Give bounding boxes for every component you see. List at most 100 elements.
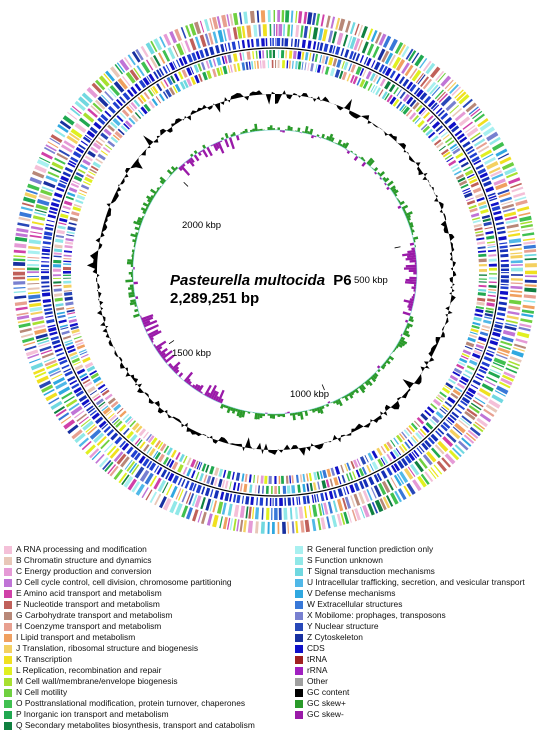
cds-feature xyxy=(219,491,225,501)
cog-feature xyxy=(256,10,260,23)
cog-feature xyxy=(247,520,253,533)
cog-feature xyxy=(102,146,111,153)
gc-skew-bar xyxy=(313,135,317,138)
cog-feature xyxy=(283,507,288,520)
cog-feature xyxy=(32,320,45,326)
gc-skew-bar xyxy=(383,177,390,183)
gc-skew-bar xyxy=(133,281,138,285)
cog-feature xyxy=(487,246,496,248)
gc-skew-bar xyxy=(306,131,310,135)
cog-feature xyxy=(78,416,89,425)
cog-feature xyxy=(346,73,351,82)
cog-feature xyxy=(392,56,402,69)
cds-feature xyxy=(389,70,396,79)
cog-feature xyxy=(149,491,158,503)
cds-feature xyxy=(464,393,473,400)
cog-feature xyxy=(267,10,271,23)
cog-feature xyxy=(66,135,79,145)
gc-skew-bar xyxy=(356,386,360,390)
cog-feature xyxy=(268,475,272,484)
cog-feature xyxy=(274,485,277,495)
cog-feature xyxy=(36,198,50,206)
gc-skew-bar xyxy=(131,289,135,293)
cog-feature xyxy=(216,67,221,77)
gc-skew-bar xyxy=(140,314,154,321)
cog-feature xyxy=(194,495,202,508)
gc-skew-bar xyxy=(410,229,415,233)
cds-feature xyxy=(380,470,388,479)
gc-skew-bar xyxy=(343,394,349,402)
cds-feature xyxy=(492,331,501,338)
cog-feature xyxy=(474,227,483,231)
cog-feature xyxy=(488,399,501,409)
legend-item: D Cell cycle control, cell division, chr… xyxy=(4,577,294,588)
cds-feature xyxy=(51,339,61,345)
cds-feature xyxy=(261,38,265,47)
legend-item: W Extracellular structures xyxy=(295,599,550,610)
cog-feature xyxy=(73,361,81,366)
cog-feature xyxy=(499,196,513,203)
gc-skew-bar xyxy=(371,374,378,380)
cog-feature xyxy=(464,169,474,177)
cog-feature xyxy=(350,64,356,73)
cog-feature xyxy=(91,82,103,94)
cog-feature xyxy=(336,498,344,512)
gc-skew-bar xyxy=(241,410,246,418)
cog-feature xyxy=(107,397,116,405)
cog-feature xyxy=(243,11,249,24)
gc-skew-bar xyxy=(316,407,321,414)
cog-feature xyxy=(321,55,326,64)
gc-skew-bar xyxy=(163,358,167,362)
cog-feature xyxy=(378,89,384,97)
gc-skew-bar xyxy=(408,222,414,226)
cog-feature xyxy=(63,284,72,289)
cds-feature xyxy=(500,286,509,290)
cog-feature xyxy=(194,74,200,84)
cog-feature xyxy=(204,33,211,46)
gc-skew-bar xyxy=(399,200,405,206)
gc-skew-bar xyxy=(279,130,283,132)
cds-feature xyxy=(78,395,88,403)
gc-skew-bar xyxy=(407,305,413,309)
cds-feature xyxy=(89,126,98,135)
cog-feature xyxy=(424,409,432,417)
cog-feature xyxy=(202,71,208,81)
cds-feature xyxy=(349,484,356,494)
gc-skew-bar xyxy=(242,130,246,134)
cog-feature xyxy=(485,404,498,413)
cog-feature xyxy=(248,506,252,519)
cog-feature xyxy=(481,383,494,392)
gc-skew-bar xyxy=(292,412,296,421)
cog-feature xyxy=(312,12,317,26)
cog-feature xyxy=(53,288,62,292)
cog-feature xyxy=(152,450,159,459)
cog-feature xyxy=(381,480,391,494)
cog-feature xyxy=(70,354,79,360)
cog-feature xyxy=(87,425,98,436)
cds-feature xyxy=(287,497,292,506)
cog-feature xyxy=(510,282,523,285)
gc-skew-bar xyxy=(396,198,400,201)
cds-feature xyxy=(366,57,372,67)
gc-skew-bar xyxy=(262,413,266,417)
cog-feature xyxy=(231,471,235,480)
gc-skew-bar xyxy=(159,179,165,185)
cog-feature xyxy=(384,52,394,65)
cds-feature xyxy=(456,133,465,140)
cog-feature xyxy=(82,378,91,385)
cog-feature xyxy=(84,176,93,184)
cog-feature xyxy=(469,178,478,184)
cds-feature xyxy=(209,489,214,498)
cog-feature xyxy=(386,479,394,491)
cds-feature xyxy=(419,92,428,101)
cog-feature xyxy=(352,75,358,85)
cds-feature xyxy=(427,436,435,445)
cog-feature xyxy=(513,347,525,352)
cog-feature xyxy=(116,115,124,123)
cds-feature xyxy=(229,493,233,502)
cog-feature xyxy=(47,141,59,149)
cog-feature xyxy=(91,393,100,399)
cog-feature xyxy=(431,121,441,129)
cog-feature xyxy=(229,518,234,531)
cog-feature xyxy=(299,474,303,483)
